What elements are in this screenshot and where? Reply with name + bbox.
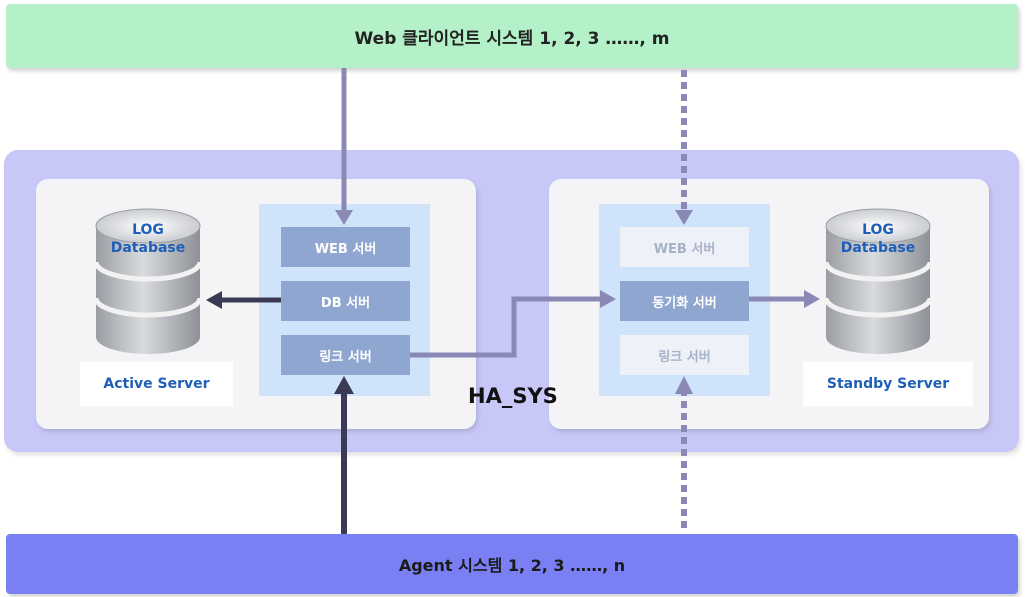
sync-to-log-arrow	[749, 290, 820, 308]
standby-database-title-line1: LOG	[862, 222, 894, 238]
active-web-server-label: WEB 서버	[314, 241, 377, 257]
active-database-title-line2: Database	[110, 240, 186, 256]
agent-bar: Agent 시스템 1, 2, 3 ……, n	[6, 534, 1018, 594]
web-client-label: Web 클라이언트 시스템 1, 2, 3 ……, m	[354, 28, 670, 49]
standby-database-title: LOG Database	[826, 221, 930, 257]
web-to-active-arrow	[335, 68, 353, 225]
link-to-sync-arrow	[410, 290, 616, 358]
active-database-title-line1: LOG	[132, 222, 164, 238]
standby-server-label: Standby Server	[803, 362, 973, 406]
active-db-server: DB 서버	[281, 281, 410, 321]
agent-to-standby-arrow	[675, 376, 693, 528]
standby-link-server: 링크 서버	[620, 335, 749, 375]
web-client-bar: Web 클라이언트 시스템 1, 2, 3 ……, m	[6, 4, 1018, 68]
active-database-title: LOG Database	[96, 221, 200, 257]
web-to-standby-arrow	[675, 70, 693, 225]
active-database-icon	[93, 208, 203, 354]
standby-web-server: WEB 서버	[620, 227, 749, 267]
active-server-label: Active Server	[80, 362, 233, 406]
agent-label: Agent 시스템 1, 2, 3 ……, n	[398, 556, 626, 575]
active-web-server: WEB 서버	[281, 227, 410, 267]
standby-web-server-label: WEB 서버	[653, 241, 716, 257]
standby-sync-server: 동기화 서버	[620, 281, 749, 321]
active-db-server-label: DB 서버	[320, 295, 371, 311]
active-server-label-text: Active Server	[103, 376, 210, 392]
standby-link-server-label: 링크 서버	[658, 349, 711, 365]
standby-database-title-line2: Database	[840, 240, 916, 256]
active-link-server: 링크 서버	[281, 335, 410, 375]
active-link-server-label: 링크 서버	[319, 349, 372, 365]
db-server-to-log-arrow	[206, 291, 281, 309]
ha-sys-label: HA_SYS	[468, 384, 558, 408]
standby-server-label-text: Standby Server	[826, 376, 950, 392]
standby-sync-server-label: 동기화 서버	[652, 295, 717, 311]
standby-database-icon	[823, 208, 933, 354]
agent-to-active-arrow	[334, 376, 354, 534]
